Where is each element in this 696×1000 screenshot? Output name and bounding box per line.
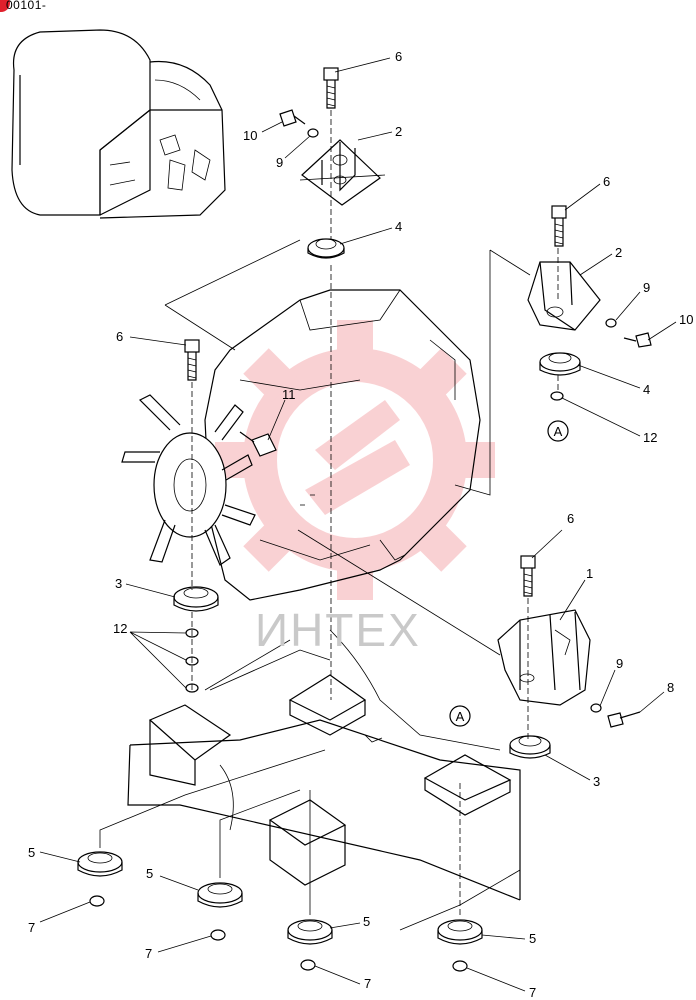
callout-leaders bbox=[39, 57, 677, 992]
machine-cab-illustration bbox=[11, 29, 226, 219]
bottom-nut-2-icon bbox=[210, 929, 226, 941]
callout-9: 9 bbox=[276, 155, 283, 170]
right-lower-bolt-icon bbox=[520, 555, 536, 597]
top-washer-icon bbox=[307, 128, 319, 138]
top-bolt-icon bbox=[323, 67, 339, 109]
callout-10: 10 bbox=[243, 128, 257, 143]
right-upper-rubber-mount bbox=[539, 352, 581, 376]
top-rubber-mount bbox=[307, 238, 345, 259]
callout-labels: 6 2 10 9 4 6 2 9 10 4 12 6 11 3 12 6 1 9… bbox=[28, 49, 693, 1000]
callout-7: 7 bbox=[28, 920, 35, 935]
right-upper-bolt-icon bbox=[551, 205, 567, 247]
top-mount-bracket bbox=[301, 139, 381, 206]
callout-6: 6 bbox=[116, 329, 123, 344]
bottom-nut-3-icon bbox=[300, 959, 316, 971]
bottom-rubber-mount-4 bbox=[437, 919, 483, 945]
bottom-rubber-mount-3 bbox=[287, 919, 333, 945]
callout-5: 5 bbox=[28, 845, 35, 860]
right-upper-washer-icon bbox=[605, 318, 617, 328]
reference-mark-a-upper: A bbox=[547, 420, 569, 442]
callout-4: 4 bbox=[643, 382, 650, 397]
reference-mark-a-lower: A bbox=[449, 705, 471, 727]
callout-5: 5 bbox=[363, 914, 370, 929]
assembly-lines bbox=[99, 110, 559, 931]
engine-frame bbox=[127, 629, 521, 901]
callout-6: 6 bbox=[395, 49, 402, 64]
right-lower-washer-icon bbox=[590, 703, 602, 713]
callout-12: 12 bbox=[113, 621, 127, 636]
callout-6: 6 bbox=[567, 511, 574, 526]
callout-3: 3 bbox=[115, 576, 122, 591]
callout-11: 11 bbox=[282, 387, 296, 402]
callout-6: 6 bbox=[603, 174, 610, 189]
svg-text:A: A bbox=[554, 424, 563, 439]
bottom-rubber-mount-1 bbox=[77, 851, 123, 877]
callout-1: 1 bbox=[586, 566, 593, 581]
top-small-bolt-icon bbox=[279, 109, 306, 127]
callout-10: 10 bbox=[679, 312, 693, 327]
callout-2: 2 bbox=[615, 245, 622, 260]
right-lower-mount-bracket bbox=[497, 609, 591, 706]
bottom-rubber-mount-2 bbox=[197, 882, 243, 908]
callout-7: 7 bbox=[364, 976, 371, 991]
right-upper-nut-icon bbox=[550, 391, 564, 401]
callout-2: 2 bbox=[395, 124, 402, 139]
callout-12: 12 bbox=[643, 430, 657, 445]
bottom-nut-1-icon bbox=[89, 895, 105, 907]
serial-marker-dot bbox=[0, 0, 10, 12]
callout-4: 4 bbox=[395, 219, 402, 234]
svg-text:A: A bbox=[456, 709, 465, 724]
callout-7: 7 bbox=[145, 946, 152, 961]
right-lower-small-bolt-icon bbox=[607, 711, 641, 728]
right-lower-rubber-mount bbox=[509, 735, 551, 759]
right-upper-mount-bracket bbox=[527, 261, 601, 331]
callout-7: 7 bbox=[529, 985, 536, 1000]
callout-9: 9 bbox=[643, 280, 650, 295]
callout-5: 5 bbox=[529, 931, 536, 946]
callout-5: 5 bbox=[146, 866, 153, 881]
callout-3: 3 bbox=[593, 774, 600, 789]
fan-bolt-icon bbox=[184, 339, 200, 381]
callout-8: 8 bbox=[667, 680, 674, 695]
watermark-text: ИНТЕХ bbox=[255, 604, 421, 656]
callout-9: 9 bbox=[616, 656, 623, 671]
watermark-gear-icon bbox=[215, 320, 495, 600]
left-rubber-mount bbox=[173, 586, 219, 612]
cooling-fan bbox=[121, 394, 256, 566]
serial-number: 00101- bbox=[6, 0, 47, 12]
sensor-switch-icon bbox=[239, 431, 277, 457]
right-upper-small-bolt-icon bbox=[623, 332, 652, 348]
bottom-nut-4-icon bbox=[452, 960, 468, 972]
